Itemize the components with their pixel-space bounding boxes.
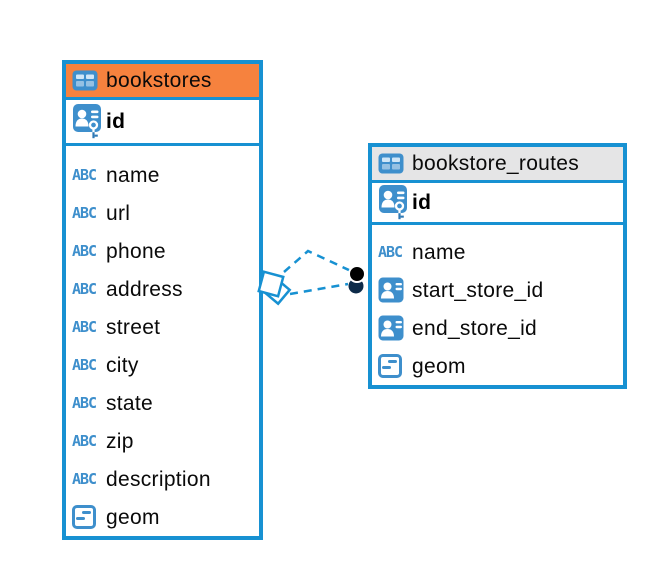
fk-dashed-lines[interactable] [283, 249, 352, 296]
primary-key-row[interactable]: id [372, 183, 623, 225]
primary-key-icon [378, 184, 412, 221]
table-title: bookstore_routes [412, 152, 580, 175]
table-grid-icon [72, 70, 98, 91]
primary-key-name: id [412, 191, 432, 214]
column-name: street [106, 315, 161, 339]
column-name: zip [106, 429, 134, 453]
primary-key-name: id [106, 110, 126, 133]
geometry-type-icon [72, 505, 96, 529]
table-bookstores[interactable]: bookstores id ABC [62, 60, 263, 540]
column-name: url [106, 201, 131, 225]
column-name: phone [106, 239, 166, 263]
primary-key-row[interactable]: id [66, 100, 259, 146]
column-list: ABC name ABC url ABC phone ABC address A… [66, 146, 259, 536]
column-row[interactable]: ABC description [66, 460, 259, 498]
column-row[interactable]: start_store_id [372, 271, 623, 309]
column-name: city [106, 353, 139, 377]
text-type-icon: ABC [72, 279, 97, 298]
column-row[interactable]: ABC address [66, 270, 259, 308]
table-bookstore-routes[interactable]: bookstore_routes id ABC [368, 143, 627, 389]
column-row[interactable]: ABC zip [66, 422, 259, 460]
column-row[interactable]: ABC phone [66, 232, 259, 270]
column-name: geom [412, 354, 466, 378]
primary-key-icon [72, 103, 106, 140]
text-type-icon: ABC [72, 317, 97, 336]
text-type-icon: ABC [72, 165, 97, 184]
table-header-bookstores[interactable]: bookstores [66, 64, 259, 100]
reference-type-icon [378, 315, 412, 341]
column-name: description [106, 467, 211, 491]
relationship-diamond-marker[interactable] [257, 270, 292, 306]
text-type-icon: ABC [72, 203, 97, 222]
text-type-icon: ABC [72, 393, 97, 412]
text-type-icon: ABC [378, 242, 403, 261]
table-header-bookstore-routes[interactable]: bookstore_routes [372, 147, 623, 183]
text-type-icon: ABC [72, 241, 97, 260]
column-name: start_store_id [412, 278, 544, 302]
column-list: ABC name start_store_id [372, 225, 623, 385]
column-name: address [106, 277, 183, 301]
column-row[interactable]: geom [66, 498, 259, 536]
text-type-icon: ABC [72, 469, 97, 488]
column-name: end_store_id [412, 316, 538, 340]
table-title: bookstores [106, 69, 212, 92]
reference-type-icon [378, 277, 412, 303]
table-grid-icon [378, 153, 404, 174]
column-row[interactable]: ABC state [66, 384, 259, 422]
geometry-type-icon [378, 354, 402, 378]
column-name: name [412, 240, 466, 264]
text-type-icon: ABC [72, 355, 97, 374]
column-row[interactable]: ABC url [66, 194, 259, 232]
relationship-dot-marker[interactable] [348, 265, 366, 294]
column-row[interactable]: ABC name [372, 233, 623, 271]
column-name: geom [106, 505, 160, 529]
column-row[interactable]: ABC city [66, 346, 259, 384]
column-row[interactable]: end_store_id [372, 309, 623, 347]
column-name: state [106, 391, 154, 415]
column-row[interactable]: geom [372, 347, 623, 385]
text-type-icon: ABC [72, 431, 97, 450]
column-row[interactable]: ABC street [66, 308, 259, 346]
column-row[interactable]: ABC name [66, 156, 259, 194]
column-name: name [106, 163, 160, 187]
